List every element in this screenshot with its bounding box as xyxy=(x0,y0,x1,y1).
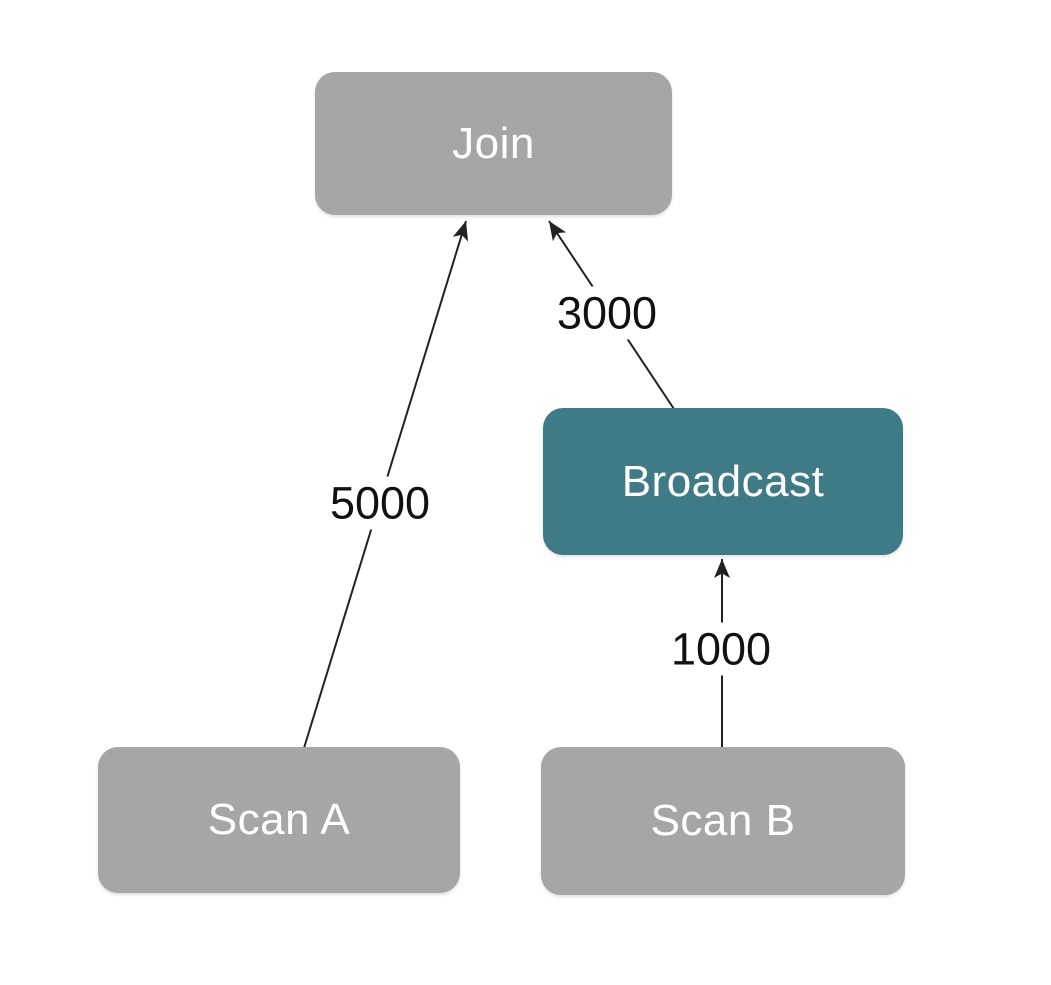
node-join-label: Join xyxy=(452,118,535,168)
node-join: Join xyxy=(315,72,672,215)
edge-label-scan-a-to-join: 5000 xyxy=(319,476,441,530)
edge-label-broadcast-to-join: 3000 xyxy=(546,286,668,340)
node-scan-b: Scan B xyxy=(541,747,905,895)
node-broadcast-label: Broadcast xyxy=(621,456,825,506)
node-scan-b-label: Scan B xyxy=(650,796,796,845)
node-scan-a: Scan A xyxy=(98,747,460,893)
node-broadcast: Broadcast xyxy=(543,408,903,555)
edge-label-scan-b-to-broadcast: 1000 xyxy=(660,622,782,676)
node-scan-a-label: Scan A xyxy=(207,795,351,844)
